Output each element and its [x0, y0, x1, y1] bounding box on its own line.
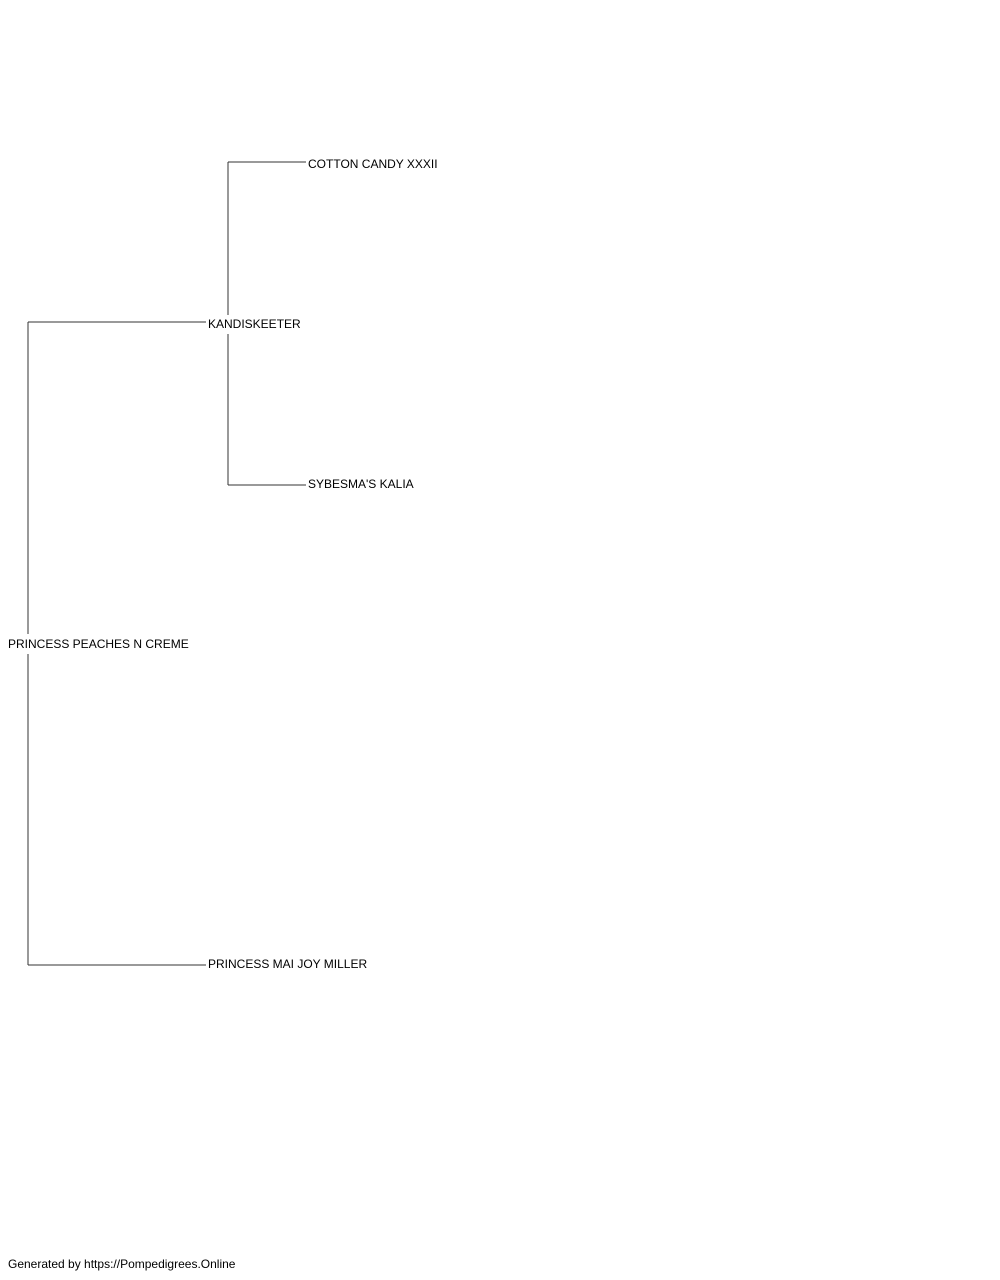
subject-name: PRINCESS PEACHES N CREME	[8, 637, 189, 651]
dam-name: PRINCESS MAI JOY MILLER	[208, 957, 368, 971]
sire-name: KANDISKEETER	[208, 317, 301, 331]
sire-dam-name: SYBESMA'S KALIA	[308, 477, 414, 491]
generated-by-footer: Generated by https://Pompedigrees.Online	[8, 1257, 236, 1271]
sire-sire-name: COTTON CANDY XXXII	[308, 157, 438, 171]
